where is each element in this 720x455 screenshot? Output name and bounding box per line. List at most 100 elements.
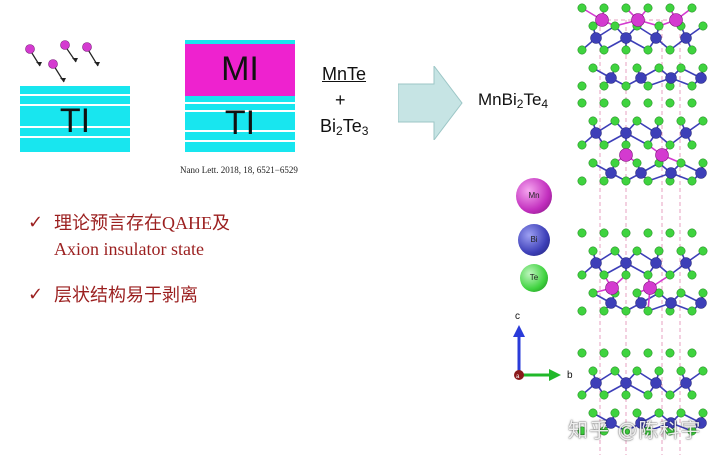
bi-atom: [650, 127, 662, 139]
te-atom: [577, 140, 587, 150]
mn-atom: [669, 13, 683, 27]
mi-layer: MI: [185, 40, 295, 96]
bi-atom: [605, 167, 617, 179]
slab-divider: [185, 140, 295, 142]
bi-atom: [635, 297, 647, 309]
mn-atom: [643, 281, 657, 295]
mn-legend-atom: Mn: [516, 178, 552, 214]
te-atom: [610, 63, 620, 73]
plus-sign: +: [335, 90, 346, 110]
bi-atom: [605, 297, 617, 309]
c-axis-label: c: [515, 311, 520, 322]
bi-atom: [635, 72, 647, 84]
bi-atom: [605, 417, 617, 429]
b-axis-label: b: [567, 370, 573, 381]
ti-slab-right: [185, 40, 295, 44]
te-atom: [588, 288, 598, 298]
bi-atom: [680, 257, 692, 269]
bi-atom: [695, 167, 707, 179]
formula: MnBi2Te4: [478, 90, 549, 111]
te-atom: [599, 270, 609, 280]
mi-label: MI: [221, 50, 259, 88]
arrowhead: [36, 62, 42, 66]
te-atom: [610, 116, 620, 126]
te-atom: [665, 140, 675, 150]
te-atom: [698, 116, 708, 126]
te-atom: [687, 81, 697, 91]
bi-atom: [605, 72, 617, 84]
bi-atom: [665, 297, 677, 309]
te-atom: [577, 81, 587, 91]
bi-atom: [620, 127, 632, 139]
ti-slab-bottom: TI: [185, 96, 295, 152]
te-atom: [599, 348, 609, 358]
te-atom: [665, 228, 675, 238]
slab-divider: [185, 102, 295, 104]
bi-atom: [665, 417, 677, 429]
te-atom: [610, 366, 620, 376]
te-atom: [698, 63, 708, 73]
te-atom: [599, 228, 609, 238]
te-atom: [621, 306, 631, 316]
te-atom: [621, 140, 631, 150]
mn-atom: [631, 13, 645, 27]
b-axis-arrowhead: [549, 369, 561, 381]
te-atom: [599, 306, 609, 316]
te-atom: [643, 426, 653, 436]
c-axis-arrowhead: [513, 325, 525, 337]
mn-atom: [619, 148, 633, 162]
axis-indicator: c b a: [513, 311, 573, 381]
bi-legend-label: Bi: [530, 235, 538, 244]
te-atom: [577, 306, 587, 316]
te-atom: [676, 246, 686, 256]
mn-particle: [60, 40, 70, 50]
bi-atom: [635, 417, 647, 429]
te-atom: [654, 63, 664, 73]
te-atom: [665, 270, 675, 280]
te-atom: [643, 228, 653, 238]
te-atom: [577, 426, 587, 436]
te-atom: [632, 63, 642, 73]
te-atom: [588, 366, 598, 376]
te-atom: [610, 408, 620, 418]
bi-atom: [680, 32, 692, 44]
te-atom: [687, 348, 697, 358]
bi-atom: [695, 297, 707, 309]
bi-atom: [650, 32, 662, 44]
bi-atom: [650, 257, 662, 269]
te-atom: [643, 348, 653, 358]
check-icon: ✓: [28, 212, 44, 233]
dopant-particles: [25, 40, 100, 83]
te-atom: [698, 158, 708, 168]
bullet-line-1: 理论预言存在QAHE及: [54, 213, 230, 233]
a-axis-label: a: [516, 374, 520, 380]
te-atom: [588, 63, 598, 73]
te-atom: [643, 3, 653, 13]
product-formula: MnBi2Te4: [478, 90, 548, 111]
te-atom: [599, 3, 609, 13]
te-atom: [665, 3, 675, 13]
bi-atom: [620, 257, 632, 269]
te-atom: [599, 140, 609, 150]
crystal-structure: [577, 3, 708, 455]
te-atom: [654, 116, 664, 126]
te-atom: [588, 246, 598, 256]
te-atom: [643, 176, 653, 186]
slab-divider: [20, 126, 130, 128]
mn-particle: [82, 42, 92, 52]
te-atom: [577, 348, 587, 358]
bi-atom: [680, 127, 692, 139]
te-atom: [577, 176, 587, 186]
te-atom: [621, 98, 631, 108]
te-legend-atom: Te: [520, 264, 548, 292]
te-atom: [698, 366, 708, 376]
te-atom: [599, 390, 609, 400]
te-atom: [621, 45, 631, 55]
te-atom: [654, 408, 664, 418]
te-atom: [599, 81, 609, 91]
te-atom: [588, 21, 598, 31]
reaction-arrow-icon: [398, 66, 463, 140]
a-axis-origin: [514, 370, 524, 380]
te-atom: [676, 288, 686, 298]
te-atom: [588, 158, 598, 168]
